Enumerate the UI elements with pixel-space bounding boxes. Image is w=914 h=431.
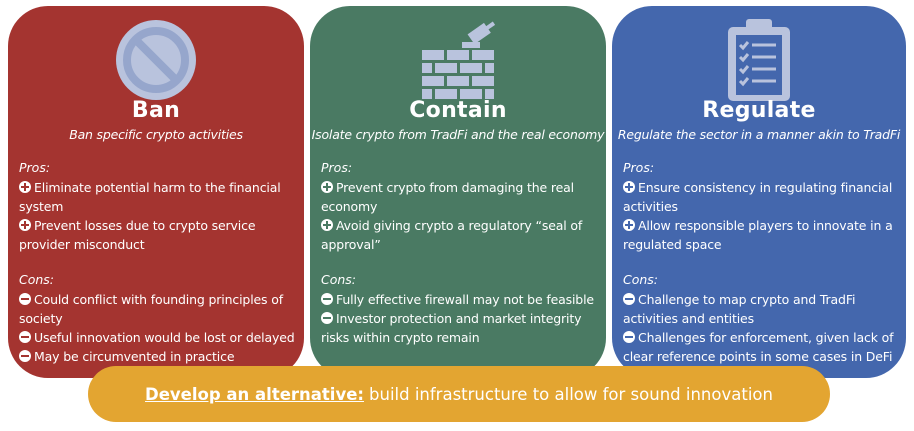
pros-list: Eliminate potential harm to the financia… — [19, 178, 296, 254]
con-text: Useful innovation would be lost or delay… — [34, 330, 295, 345]
con-text: Challenges for enforcement, given lack o… — [623, 330, 894, 364]
banner-text: build infrastructure to allow for sound … — [369, 384, 773, 404]
con-text: Challenge to map crypto and TradFi activ… — [623, 292, 856, 326]
con-item: Challenges for enforcement, given lack o… — [623, 328, 898, 366]
cons-label: Cons: — [321, 272, 357, 287]
card-title: Regulate — [702, 98, 816, 123]
cons-list: Could conflict with founding principles … — [19, 290, 296, 366]
con-text: May be circumvented in practice — [34, 349, 235, 364]
pro-text: Avoid giving crypto a regulatory “seal o… — [321, 218, 583, 252]
minus-circle-icon — [321, 312, 333, 324]
pro-item: Prevent crypto from damaging the real ec… — [321, 178, 598, 216]
card-subtitle: Ban specific crypto activities — [69, 127, 243, 142]
plus-circle-icon — [19, 181, 31, 193]
regulate-card: Regulate Regulate the sector in a manner… — [612, 6, 906, 378]
card-title: Contain — [409, 98, 507, 123]
plus-circle-icon — [321, 181, 333, 193]
cons-label: Cons: — [623, 272, 659, 287]
pro-item: Ensure consistency in regulating financi… — [623, 178, 898, 216]
pro-text: Allow responsible players to innovate in… — [623, 218, 893, 252]
pro-item: Prevent losses due to crypto service pro… — [19, 216, 296, 254]
ban-card: Ban Ban specific crypto activities Pros:… — [8, 6, 304, 378]
pros-list: Prevent crypto from damaging the real ec… — [321, 178, 598, 254]
con-item: May be circumvented in practice — [19, 347, 296, 366]
pro-text: Prevent crypto from damaging the real ec… — [321, 180, 574, 214]
pro-text: Ensure consistency in regulating financi… — [623, 180, 893, 214]
con-text: Could conflict with founding principles … — [19, 292, 283, 326]
minus-circle-icon — [19, 350, 31, 362]
banner-lead: Develop an alternative: — [145, 384, 365, 404]
clipboard-checklist-icon — [715, 16, 803, 104]
card-subtitle: Isolate crypto from TradFi and the real … — [311, 127, 605, 142]
con-item: Fully effective firewall may not be feas… — [321, 290, 598, 309]
cons-list: Fully effective firewall may not be feas… — [321, 290, 598, 347]
con-text: Fully effective firewall may not be feas… — [336, 292, 594, 307]
cons-label: Cons: — [19, 272, 55, 287]
pro-item: Allow responsible players to innovate in… — [623, 216, 898, 254]
plus-circle-icon — [19, 219, 31, 231]
contain-card: Contain Isolate crypto from TradFi and t… — [310, 6, 606, 378]
minus-circle-icon — [19, 331, 31, 343]
prohibition-icon — [112, 16, 200, 104]
pros-label: Pros: — [321, 160, 353, 175]
cons-list: Challenge to map crypto and TradFi activ… — [623, 290, 898, 366]
pros-label: Pros: — [623, 160, 655, 175]
card-subtitle: Regulate the sector in a manner akin to … — [617, 127, 901, 142]
minus-circle-icon — [623, 331, 635, 343]
minus-circle-icon — [623, 293, 635, 305]
pro-text: Prevent losses due to crypto service pro… — [19, 218, 256, 252]
brick-wall-icon — [414, 16, 502, 104]
minus-circle-icon — [321, 293, 333, 305]
minus-circle-icon — [19, 293, 31, 305]
con-text: Investor protection and market integrity… — [321, 311, 582, 345]
card-title: Ban — [131, 98, 181, 123]
plus-circle-icon — [623, 219, 635, 231]
alternative-banner: Develop an alternative: build infrastruc… — [88, 366, 830, 422]
pros-label: Pros: — [19, 160, 51, 175]
pro-item: Avoid giving crypto a regulatory “seal o… — [321, 216, 598, 254]
pros-list: Ensure consistency in regulating financi… — [623, 178, 898, 254]
plus-circle-icon — [623, 181, 635, 193]
pro-text: Eliminate potential harm to the financia… — [19, 180, 281, 214]
plus-circle-icon — [321, 219, 333, 231]
con-item: Investor protection and market integrity… — [321, 309, 598, 347]
con-item: Useful innovation would be lost or delay… — [19, 328, 296, 347]
con-item: Challenge to map crypto and TradFi activ… — [623, 290, 898, 328]
pro-item: Eliminate potential harm to the financia… — [19, 178, 296, 216]
con-item: Could conflict with founding principles … — [19, 290, 296, 328]
